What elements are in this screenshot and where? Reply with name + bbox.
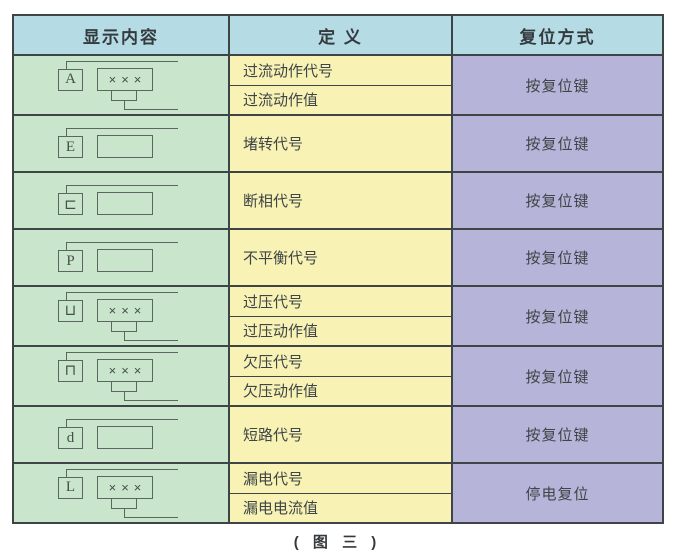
reset-cell: 停电复位 bbox=[451, 462, 664, 524]
definition-cell: 短路代号 bbox=[228, 405, 453, 464]
table-row: E 堵转代号 按复位键 bbox=[12, 114, 664, 173]
pointer-bracket bbox=[111, 90, 137, 101]
overline bbox=[66, 291, 178, 293]
overline-stub bbox=[66, 128, 67, 137]
value-box bbox=[97, 135, 153, 158]
pointer-tail bbox=[124, 331, 178, 341]
overline-stub bbox=[66, 60, 67, 70]
display-code-icon: P bbox=[58, 242, 184, 273]
definition-cell: 漏电代号 bbox=[228, 462, 453, 494]
table-row: ⊓ ××× 欠压代号 按复位键 bbox=[12, 345, 664, 407]
table-subrow: 过压动作值 bbox=[13, 315, 663, 347]
definition-cell: 过流动作值 bbox=[228, 84, 453, 116]
reset-cell: 按复位键 bbox=[451, 114, 664, 173]
pointer-bracket bbox=[111, 381, 137, 392]
definition-cell: 不平衡代号 bbox=[228, 228, 453, 287]
overline bbox=[66, 468, 178, 470]
letter-box: P bbox=[58, 250, 83, 272]
display-code-icon: d bbox=[58, 419, 184, 450]
overline-stub bbox=[66, 185, 67, 194]
display-cell: ⊏ bbox=[12, 171, 230, 230]
overline bbox=[66, 128, 178, 129]
overline-stub bbox=[66, 351, 67, 361]
definition-cell: 欠压代号 bbox=[228, 345, 453, 377]
overline bbox=[66, 185, 178, 186]
display-code-icon: E bbox=[58, 128, 184, 159]
definition-cell: 欠压动作值 bbox=[228, 375, 453, 407]
letter-box: L bbox=[58, 476, 83, 499]
value-box bbox=[97, 426, 153, 449]
value-box bbox=[97, 249, 153, 272]
table-row: ⊔ ××× 过压代号 按复位键 bbox=[12, 285, 664, 347]
display-code-icon: ⊏ bbox=[58, 185, 184, 216]
letter-box: ⊔ bbox=[58, 299, 83, 322]
display-cell: ⊓ ××× bbox=[12, 345, 230, 407]
pointer-tail bbox=[124, 100, 178, 110]
display-code-table: 显示内容 定 义 复位方式 A ××× 过流动作代号 按复位键 过流动作值 bbox=[12, 14, 664, 524]
letter-box: A bbox=[58, 68, 83, 91]
overline-stub bbox=[66, 419, 67, 428]
value-box: ××× bbox=[97, 358, 153, 382]
value-box: ××× bbox=[97, 298, 153, 322]
figure-caption: ( 图 三 ) bbox=[293, 534, 382, 551]
overline bbox=[66, 60, 178, 62]
letter-box: d bbox=[58, 427, 83, 449]
definition-cell: 漏电电流值 bbox=[228, 492, 453, 524]
table-row: d 短路代号 按复位键 bbox=[12, 405, 664, 464]
table-row: A ××× 过流动作代号 按复位键 bbox=[12, 54, 664, 116]
table-row: ⊏ 断相代号 按复位键 bbox=[12, 171, 664, 230]
reset-cell: 按复位键 bbox=[451, 405, 664, 464]
table-subrow: 欠压动作值 bbox=[13, 375, 663, 407]
overline bbox=[66, 419, 178, 420]
header-reset-method: 复位方式 bbox=[451, 14, 664, 56]
pointer-bracket bbox=[111, 321, 137, 332]
display-cell: ⊔ ××× bbox=[12, 285, 230, 347]
letter-box: ⊓ bbox=[58, 359, 83, 382]
header-definition: 定 义 bbox=[228, 14, 453, 56]
definition-cell: 堵转代号 bbox=[228, 114, 453, 173]
overline-stub bbox=[66, 468, 67, 478]
reset-cell: 按复位键 bbox=[451, 54, 664, 116]
display-cell: d bbox=[12, 405, 230, 464]
display-code-icon: A ××× bbox=[58, 60, 184, 110]
definition-cell: 过流动作代号 bbox=[228, 54, 453, 86]
reset-cell: 按复位键 bbox=[451, 228, 664, 287]
value-box bbox=[97, 192, 153, 215]
display-cell: L ××× bbox=[12, 462, 230, 524]
display-code-icon: L ××× bbox=[58, 468, 184, 518]
display-code-icon: ⊔ ××× bbox=[58, 291, 184, 341]
display-cell: E bbox=[12, 114, 230, 173]
definition-cell: 过压动作值 bbox=[228, 315, 453, 347]
overline-stub bbox=[66, 291, 67, 301]
pointer-tail bbox=[124, 508, 178, 518]
display-code-icon: ⊓ ××× bbox=[58, 351, 184, 401]
reset-cell: 按复位键 bbox=[451, 285, 664, 347]
pointer-tail bbox=[124, 391, 178, 401]
table-subrow: 过流动作值 bbox=[13, 84, 663, 116]
header-row: 显示内容 定 义 复位方式 bbox=[12, 14, 664, 56]
display-cell: P bbox=[12, 228, 230, 287]
definition-cell: 断相代号 bbox=[228, 171, 453, 230]
value-box: ××× bbox=[97, 67, 153, 91]
table-subrow: 漏电电流值 bbox=[13, 492, 663, 524]
display-cell: A ××× bbox=[12, 54, 230, 116]
table-row: L ××× 漏电代号 停电复位 bbox=[12, 462, 664, 524]
letter-box: E bbox=[58, 136, 83, 158]
definition-cell: 过压代号 bbox=[228, 285, 453, 317]
overline bbox=[66, 351, 178, 353]
reset-cell: 按复位键 bbox=[451, 345, 664, 407]
reset-cell: 按复位键 bbox=[451, 171, 664, 230]
value-box: ××× bbox=[97, 475, 153, 499]
pointer-bracket bbox=[111, 498, 137, 509]
table-row: P 不平衡代号 按复位键 bbox=[12, 228, 664, 287]
overline-stub bbox=[66, 242, 67, 251]
overline bbox=[66, 242, 178, 243]
header-display-content: 显示内容 bbox=[12, 14, 230, 56]
letter-box: ⊏ bbox=[58, 193, 83, 215]
